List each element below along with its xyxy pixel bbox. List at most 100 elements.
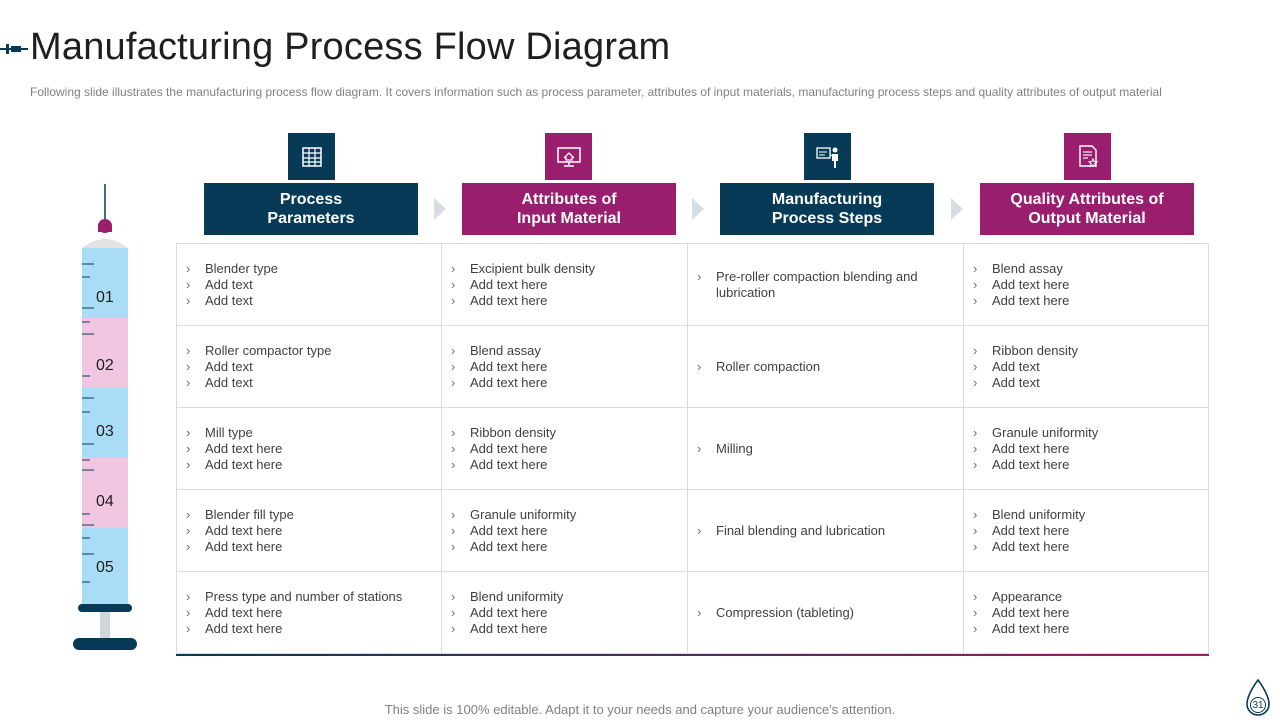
bullet-item: Excipient bulk density: [442, 261, 687, 277]
bullet-list: Final blending and lubrication: [688, 523, 963, 539]
bullet-item: Add text here: [964, 441, 1208, 457]
bullet-item: Blend assay: [964, 261, 1208, 277]
bullet-list: Blender typeAdd textAdd text: [177, 261, 441, 309]
bullet-item: Add text: [964, 375, 1208, 391]
flow-arrow-1: [434, 198, 446, 220]
bullet-item: Add text here: [442, 441, 687, 457]
table-cell: Compression (tableting): [688, 572, 964, 654]
bullet-item: Add text here: [964, 277, 1208, 293]
header-input-material: Attributes of Input Material: [462, 183, 676, 235]
bullet-item: Press type and number of stations: [177, 589, 441, 605]
spreadsheet-icon: [288, 133, 335, 180]
step-label-04: 04: [96, 493, 114, 510]
table-cell: Blender typeAdd textAdd text: [177, 244, 442, 326]
table-cell: Blend uniformityAdd text hereAdd text he…: [964, 490, 1209, 572]
bullet-item: Add text here: [964, 293, 1208, 309]
page-title: Manufacturing Process Flow Diagram: [30, 26, 671, 68]
syringe-mark-icon: [0, 44, 28, 54]
bullet-item: Add text here: [442, 621, 687, 637]
table-cell: Blend uniformityAdd text hereAdd text he…: [442, 572, 688, 654]
bullet-item: Add text here: [442, 605, 687, 621]
bullet-list: Compression (tableting): [688, 605, 963, 621]
page-subtitle: Following slide illustrates the manufact…: [30, 85, 1162, 99]
table-cell: Ribbon densityAdd text hereAdd text here: [442, 408, 688, 490]
table-cell: Press type and number of stationsAdd tex…: [177, 572, 442, 654]
certificate-document-icon: [1064, 133, 1111, 180]
bullet-item: Appearance: [964, 589, 1208, 605]
bullet-list: Blend uniformityAdd text hereAdd text he…: [964, 507, 1208, 555]
presenter-board-icon: [804, 133, 851, 180]
table-cell: Blend assayAdd text hereAdd text here: [442, 326, 688, 408]
bullet-item: Ribbon density: [442, 425, 687, 441]
header-process-parameters: Process Parameters: [204, 183, 418, 235]
bullet-item: Add text here: [442, 293, 687, 309]
bullet-list: Roller compaction: [688, 359, 963, 375]
bullet-list: Excipient bulk densityAdd text hereAdd t…: [442, 261, 687, 309]
bullet-list: AppearanceAdd text hereAdd text here: [964, 589, 1208, 637]
bullet-item: Add text here: [964, 605, 1208, 621]
bullet-item: Add text here: [177, 621, 441, 637]
bullet-item: Add text here: [964, 523, 1208, 539]
bullet-item: Compression (tableting): [688, 605, 963, 621]
flow-arrow-2: [692, 198, 704, 220]
bullet-list: Roller compactor typeAdd textAdd text: [177, 343, 441, 391]
bullet-list: Granule uniformityAdd text hereAdd text …: [442, 507, 687, 555]
bullet-item: Pre-roller compaction blending and lubri…: [688, 269, 963, 301]
bullet-list: Ribbon densityAdd textAdd text: [964, 343, 1208, 391]
bullet-item: Add text here: [442, 375, 687, 391]
bullet-item: Add text: [177, 375, 441, 391]
table-bottom-rule: [176, 654, 1209, 656]
bullet-item: Add text here: [442, 523, 687, 539]
table-cell: Pre-roller compaction blending and lubri…: [688, 244, 964, 326]
process-table: Blender typeAdd textAdd textExcipient bu…: [176, 243, 1209, 655]
bullet-item: Add text here: [964, 621, 1208, 637]
bullet-item: Roller compaction: [688, 359, 963, 375]
bullet-item: Add text here: [177, 457, 441, 473]
bullet-item: Roller compactor type: [177, 343, 441, 359]
bullet-item: Final blending and lubrication: [688, 523, 963, 539]
table-cell: Ribbon densityAdd textAdd text: [964, 326, 1209, 408]
bullet-item: Add text here: [442, 359, 687, 375]
table-cell: Mill typeAdd text hereAdd text here: [177, 408, 442, 490]
flow-arrow-3: [951, 198, 963, 220]
table-cell: Final blending and lubrication: [688, 490, 964, 572]
table-cell: Blender fill typeAdd text hereAdd text h…: [177, 490, 442, 572]
step-label-03: 03: [96, 423, 114, 440]
bullet-list: Pre-roller compaction blending and lubri…: [688, 269, 963, 301]
table-cell: Roller compactor typeAdd textAdd text: [177, 326, 442, 408]
bullet-list: Blend uniformityAdd text hereAdd text he…: [442, 589, 687, 637]
bullet-list: Blend assayAdd text hereAdd text here: [964, 261, 1208, 309]
bullet-item: Mill type: [177, 425, 441, 441]
bullet-item: Blend assay: [442, 343, 687, 359]
bullet-list: Mill typeAdd text hereAdd text here: [177, 425, 441, 473]
step-label-05: 05: [96, 559, 114, 576]
bullet-item: Add text here: [442, 457, 687, 473]
bullet-list: Milling: [688, 441, 963, 457]
footer-note: This slide is 100% editable. Adapt it to…: [384, 702, 896, 717]
bullet-item: Add text: [177, 359, 441, 375]
table-cell: Blend assayAdd text hereAdd text here: [964, 244, 1209, 326]
syringe-icon: [73, 184, 137, 650]
bullet-item: Milling: [688, 441, 963, 457]
page-number: 31: [1252, 700, 1264, 711]
bullet-item: Granule uniformity: [442, 507, 687, 523]
bullet-item: Blender fill type: [177, 507, 441, 523]
bullet-item: Add text: [177, 277, 441, 293]
bullet-list: Ribbon densityAdd text hereAdd text here: [442, 425, 687, 473]
monitor-house-icon: [545, 133, 592, 180]
bullet-item: Add text here: [442, 539, 687, 555]
bullet-item: Blender type: [177, 261, 441, 277]
bullet-item: Add text here: [964, 457, 1208, 473]
step-label-01: 01: [96, 289, 114, 306]
table-cell: Roller compaction: [688, 326, 964, 408]
bullet-item: Add text here: [177, 523, 441, 539]
table-cell: Excipient bulk densityAdd text hereAdd t…: [442, 244, 688, 326]
table-cell: Milling: [688, 408, 964, 490]
bullet-item: Add text here: [964, 539, 1208, 555]
step-label-02: 02: [96, 357, 114, 374]
bullet-item: Add text here: [177, 539, 441, 555]
header-process-steps: Manufacturing Process Steps: [720, 183, 934, 235]
page-badge-icon: [1246, 678, 1270, 716]
table-cell: Granule uniformityAdd text hereAdd text …: [442, 490, 688, 572]
header-output-quality: Quality Attributes of Output Material: [980, 183, 1194, 235]
